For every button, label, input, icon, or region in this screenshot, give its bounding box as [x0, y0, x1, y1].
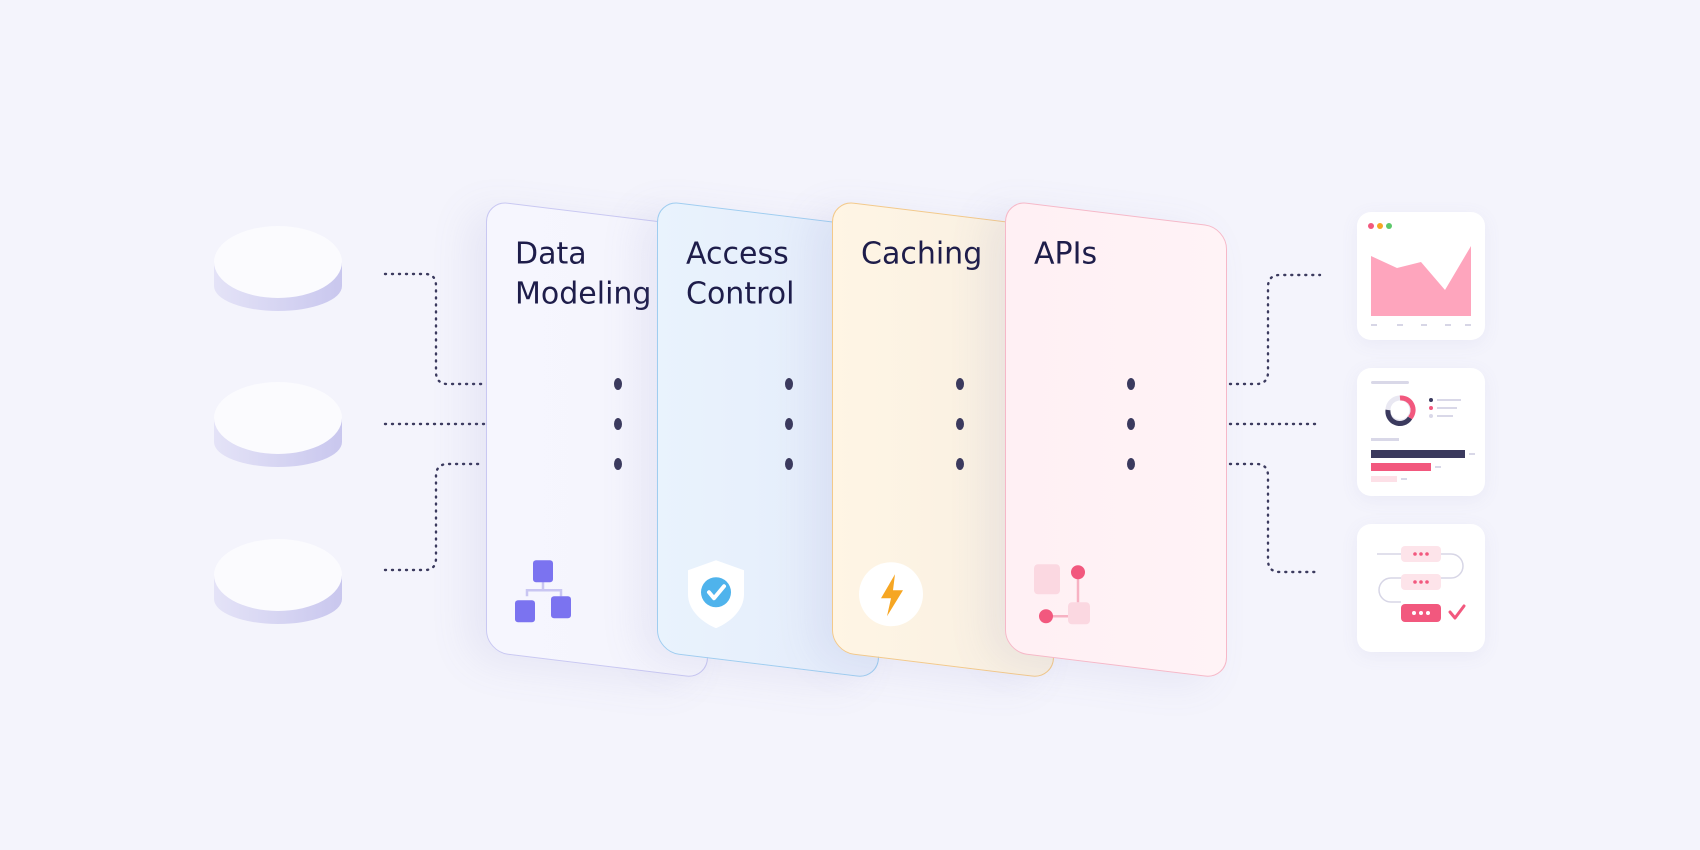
database-3	[213, 537, 343, 637]
database-2	[213, 380, 343, 480]
workflow-icon	[1377, 546, 1466, 622]
database-icon	[214, 226, 342, 311]
output-workflow-card	[1357, 524, 1485, 652]
database-1	[213, 224, 343, 324]
database-icon	[214, 539, 342, 624]
layer-panel-apis: APIs	[1005, 200, 1227, 680]
output-dashboard-card	[1357, 368, 1485, 496]
dashboard-report-icon	[1371, 381, 1475, 482]
database-icon	[214, 382, 342, 467]
shield-check-icon	[688, 560, 744, 629]
source-connector-3	[383, 462, 486, 572]
layer-panel-caching: Caching	[832, 200, 1054, 680]
layer-panel-access-control: Access Control	[657, 200, 879, 680]
output-chart-card	[1357, 212, 1485, 340]
area-chart-icon	[1368, 223, 1471, 326]
layer-panel-data-modeling: Data Modeling	[486, 200, 708, 680]
api-nodes-icon	[1034, 564, 1090, 625]
lightning-icon	[859, 562, 923, 627]
hierarchy-icon	[515, 560, 571, 623]
